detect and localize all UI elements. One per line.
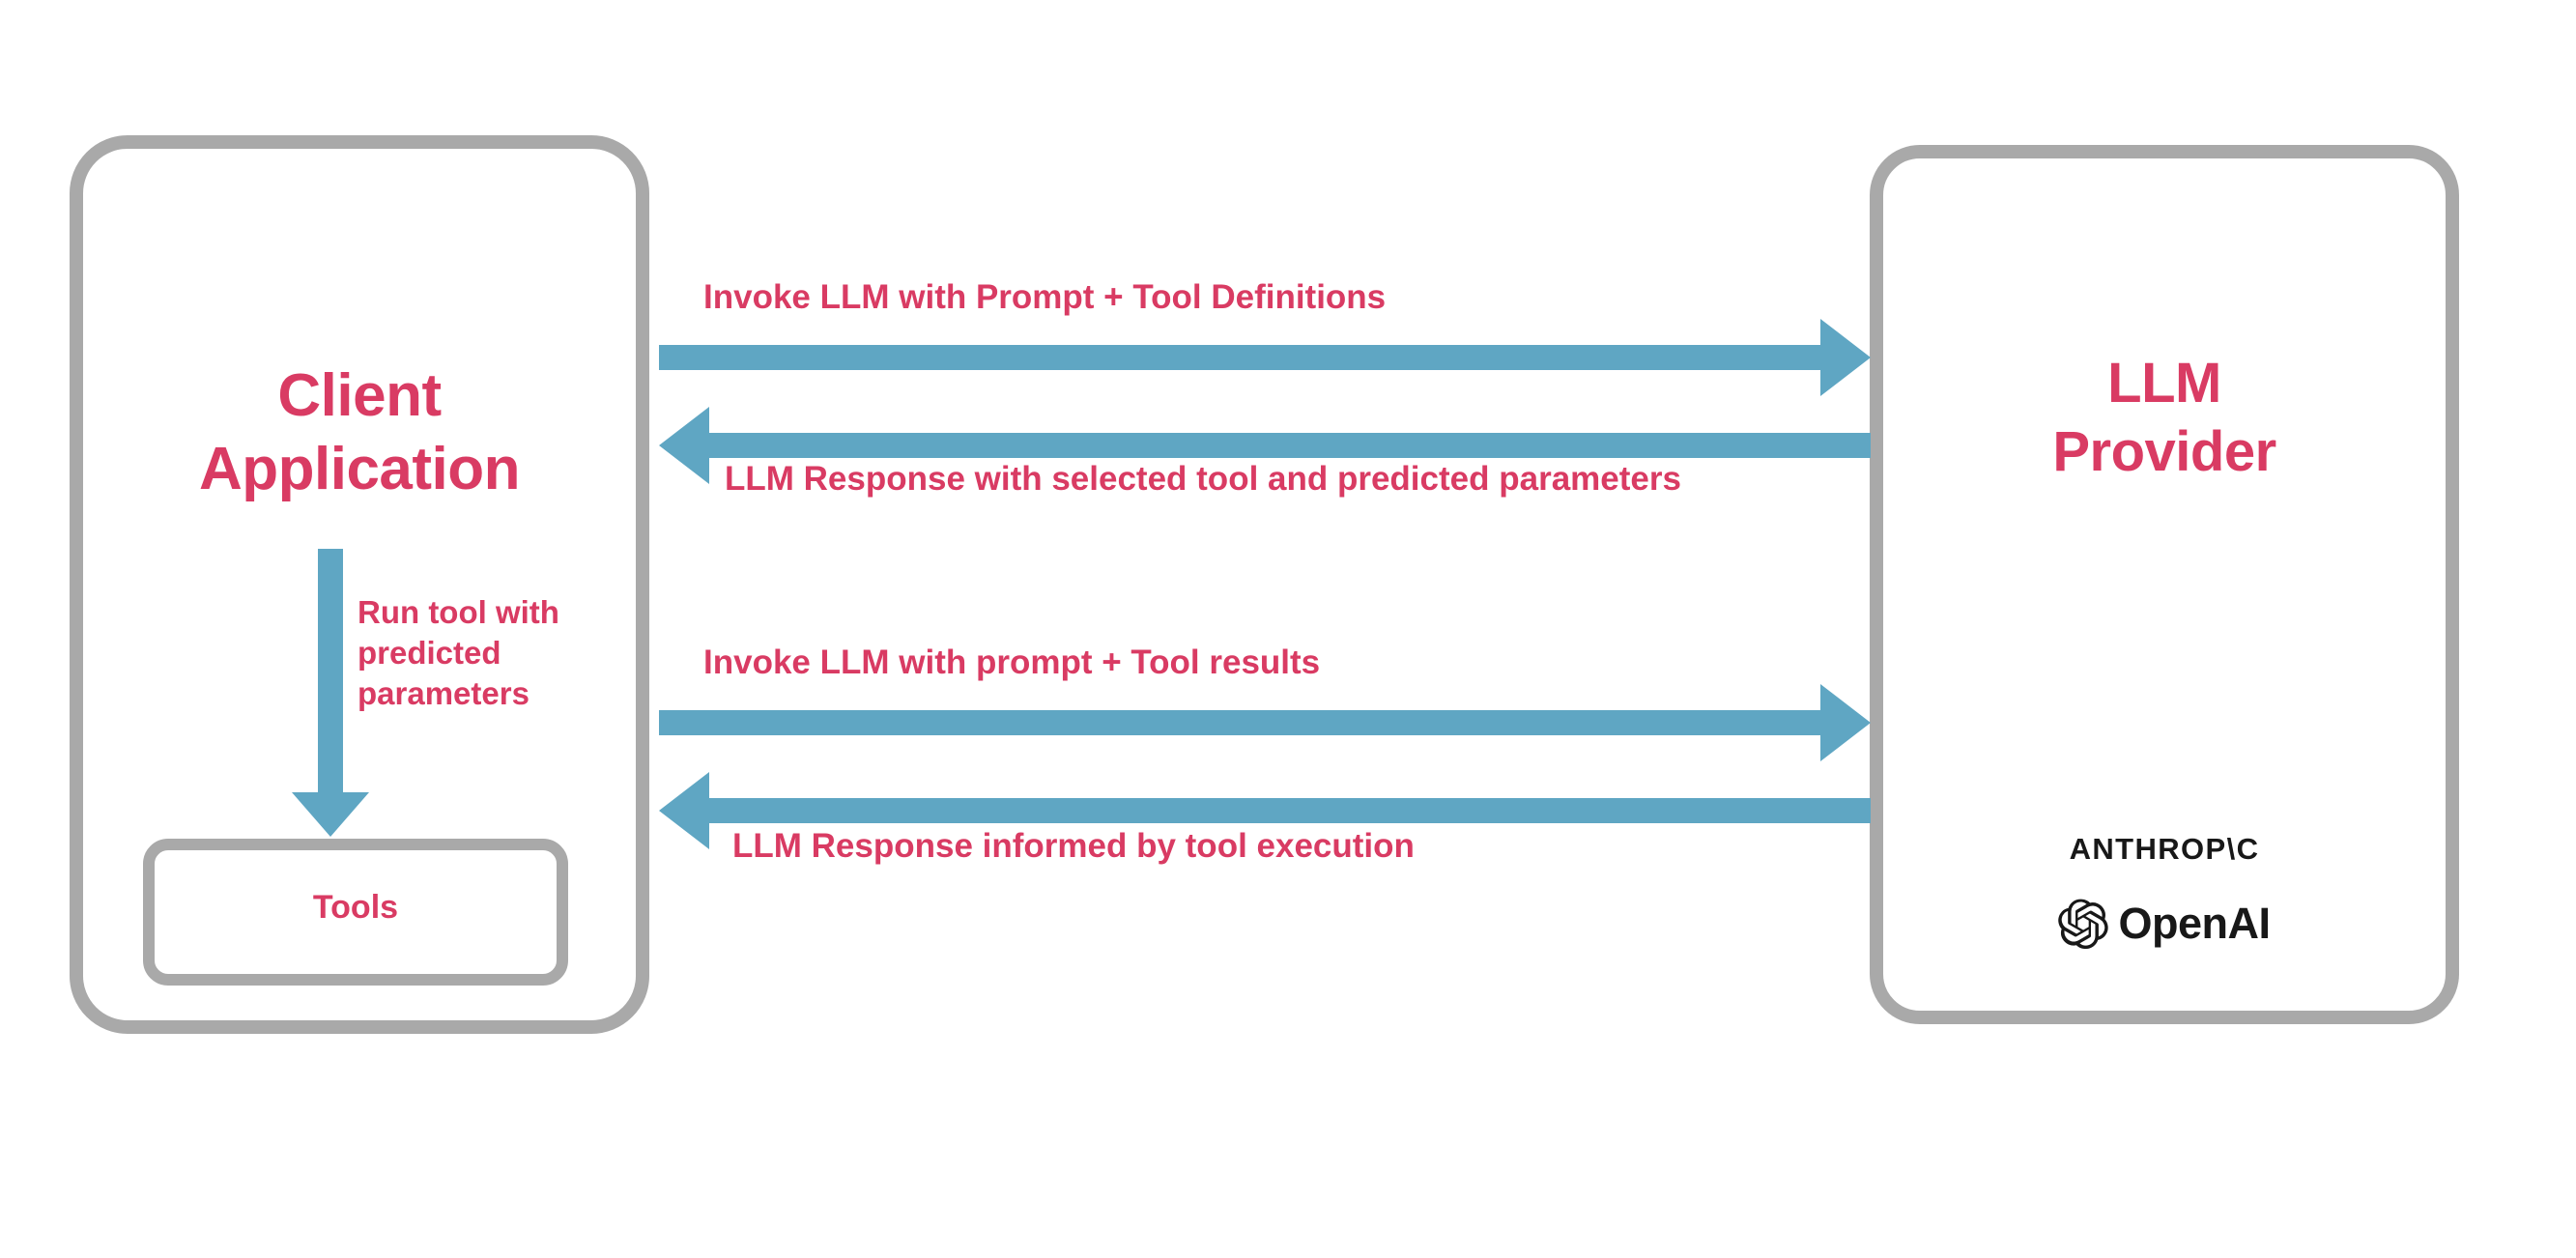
tools-label: Tools	[312, 889, 399, 926]
edge-label-llm-response-informed-by-tool-execution: LLM Response informed by tool execution	[732, 827, 1415, 865]
openai-wordmark: OpenAI	[2118, 899, 2271, 948]
edge-label-run-tool-with-predicted-parameters: Run tool with predicted parameters	[358, 594, 559, 712]
llm-provider-title: LLM Provider	[2052, 352, 2276, 483]
edge-label-llm-response-selected-tool: LLM Response with selected tool and pred…	[725, 460, 1681, 498]
edge-label-invoke-llm-prompt-tool-results: Invoke LLM with prompt + Tool results	[703, 643, 1321, 681]
tools-box	[143, 839, 568, 986]
openai-mark-icon	[2058, 899, 2109, 949]
edge-label-invoke-llm-prompt-tool-definitions: Invoke LLM with Prompt + Tool Definition…	[703, 278, 1387, 316]
openai-logo: OpenAI	[1870, 899, 2459, 949]
arrow-edge-1	[659, 319, 1871, 396]
arrow-edge-3	[659, 684, 1871, 761]
client-application-title: Client Application	[198, 362, 521, 502]
llm-provider-box	[1870, 145, 2459, 1024]
anthropic-logo: ANTHROP\C	[2069, 832, 2260, 866]
